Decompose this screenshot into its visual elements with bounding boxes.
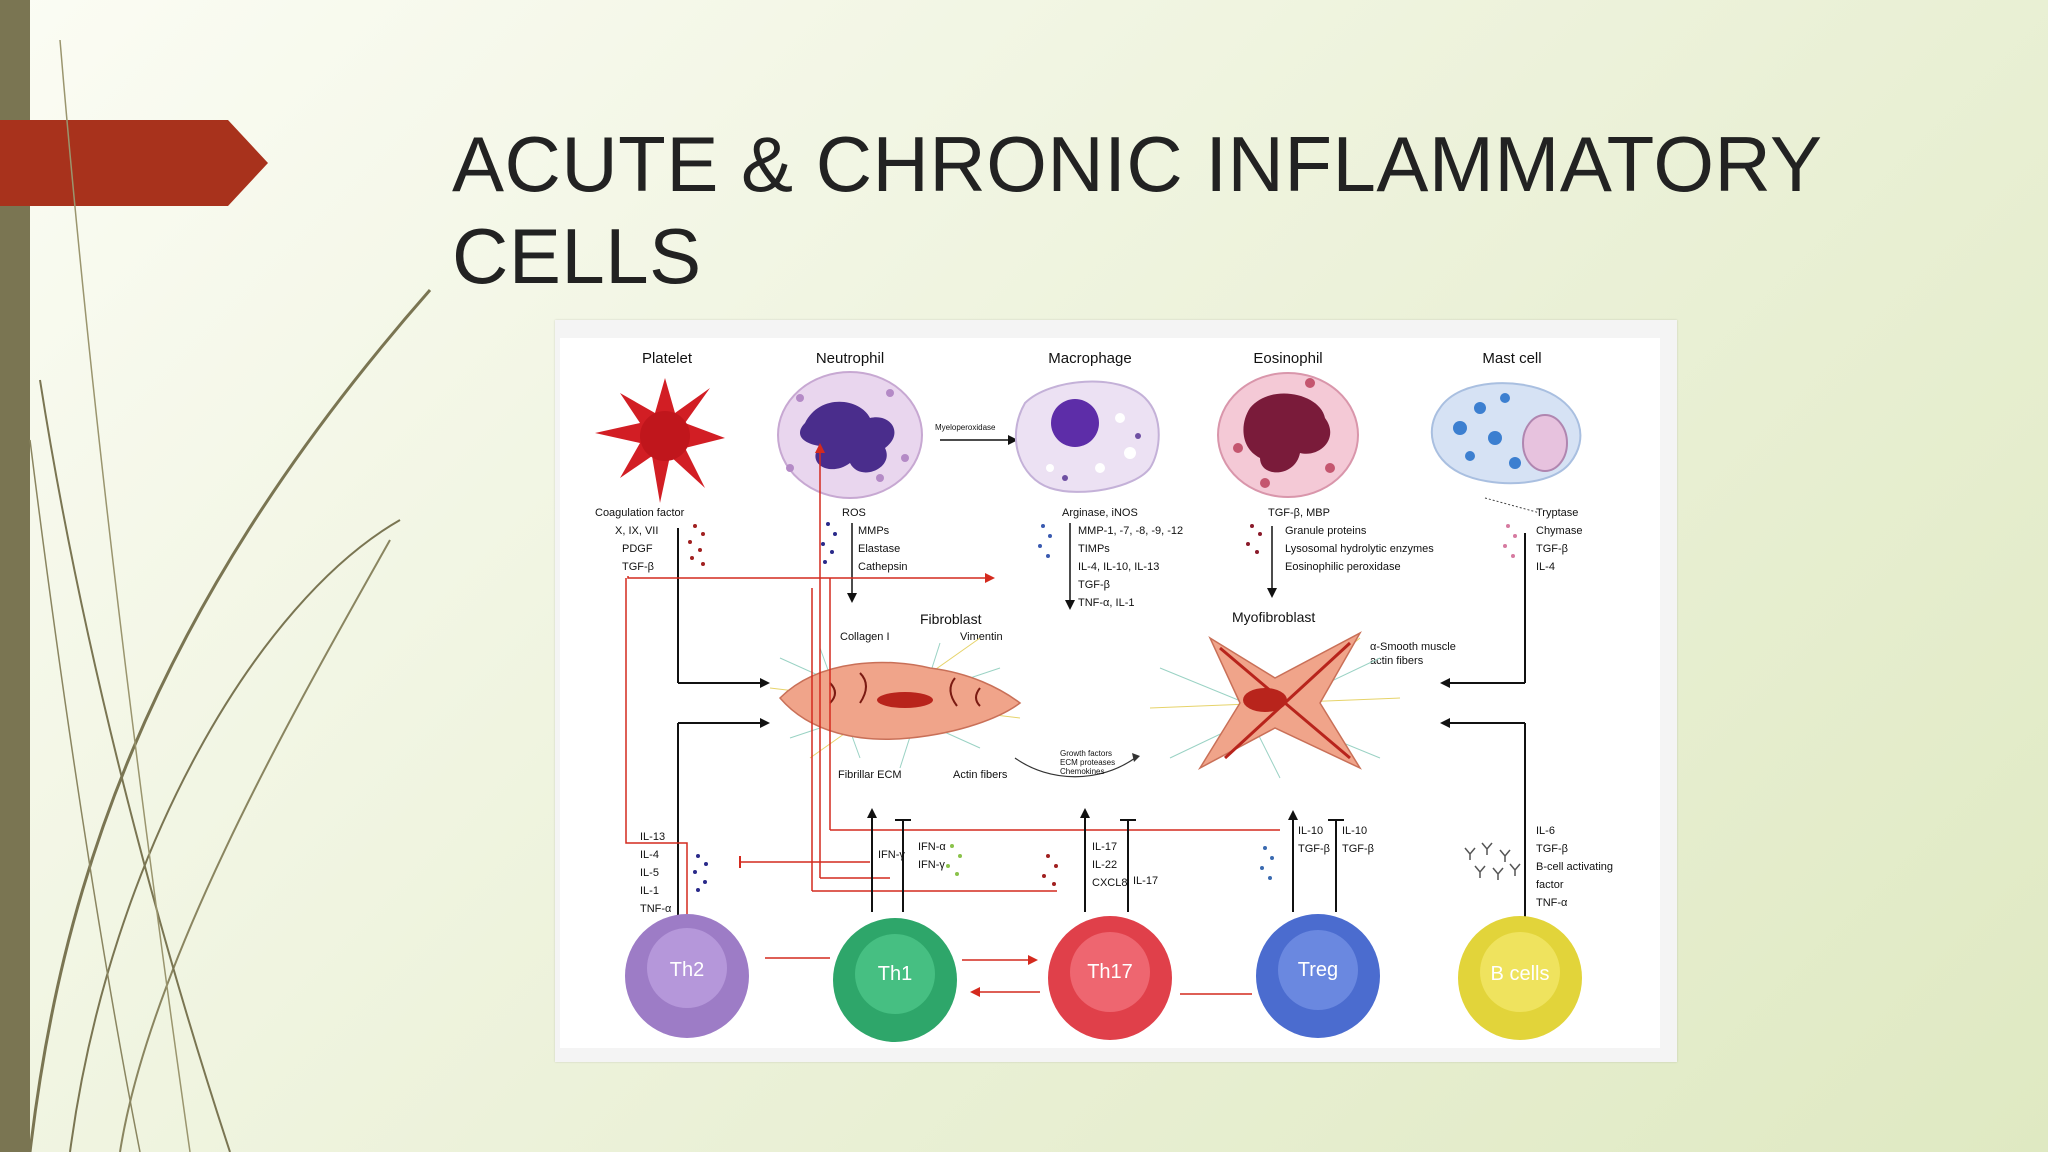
th2-factor-4: TNF-α — [640, 903, 672, 915]
myofibroblast-cell — [1149, 631, 1401, 779]
neutrophil-cell — [777, 371, 923, 499]
th17-factor-2: CXCL8 — [1092, 877, 1127, 889]
bcell-factor-4: TNF-α — [1536, 897, 1568, 909]
platelet-factor-1: X, IX, VII — [615, 525, 658, 537]
mast-factor-3: IL-4 — [1536, 561, 1555, 573]
mast-factor-0: Tryptase — [1536, 507, 1578, 519]
transition-2: Chemokines — [1060, 767, 1104, 776]
mast-factor-2: TGF-β — [1536, 543, 1568, 555]
smooth-muscle-1: actin fibers — [1370, 655, 1424, 667]
label-vimentin: Vimentin — [960, 631, 1003, 643]
label-fibrillar-ecm: Fibrillar ECM — [838, 769, 902, 781]
macrophage-factor-3: IL-4, IL-10, IL-13 — [1078, 561, 1159, 573]
title-arrow-tag — [0, 120, 268, 206]
cell-th17-label: Th17 — [1087, 961, 1133, 983]
label-myofibroblast: Myofibroblast — [1232, 609, 1315, 625]
bcell-factor-1: TGF-β — [1536, 843, 1568, 855]
decorative-vines — [28, 39, 432, 1152]
th1-factor-1: IFN-γ — [918, 859, 945, 871]
th2-dots — [693, 854, 708, 892]
macrophage-factor-1: MMP-1, -7, -8, -9, -12 — [1078, 525, 1183, 537]
eosinophil-dots — [1246, 524, 1262, 554]
bcell-factor-3: factor — [1536, 879, 1564, 891]
title-line-1: ACUTE & CHRONIC INFLAMMATORY — [452, 120, 1823, 208]
treg-dots — [1260, 846, 1274, 880]
th2-factor-3: IL-1 — [640, 885, 659, 897]
macrophage-factor-0: Arginase, iNOS — [1062, 507, 1138, 519]
cell-th2-label: Th2 — [670, 959, 704, 981]
inflammation-diagram: Platelet Neutrophil Macrophage Eosinophi… — [560, 338, 1660, 1048]
cell-b-cells: B cells — [1458, 916, 1582, 1040]
mast-dots — [1503, 524, 1517, 558]
cell-th2: Th2 — [625, 914, 749, 1038]
header-neutrophil: Neutrophil — [816, 350, 884, 367]
neutrophil-factor-3: Cathepsin — [858, 561, 908, 573]
cell-th17: Th17 — [1048, 916, 1172, 1040]
th1-dots — [946, 844, 962, 876]
neutrophil-factor-0: ROS — [842, 507, 866, 519]
th1-ifn-g: IFN-γ — [878, 849, 905, 861]
cell-th1: Th1 — [833, 918, 957, 1042]
macrophage-dots — [1038, 524, 1052, 558]
antibody-icons — [1464, 842, 1521, 880]
treg-factor-2-1: TGF-β — [1342, 843, 1374, 855]
slide-title: ACUTE & CHRONIC INFLAMMATORY CELLS — [452, 118, 1952, 302]
eosinophil-factor-1: Granule proteins — [1285, 525, 1367, 537]
fibroblast-cell — [769, 637, 1022, 769]
transition-1: ECM proteases — [1060, 758, 1115, 767]
macrophage-factor-5: TNF-α, IL-1 — [1078, 597, 1134, 609]
label-fibroblast: Fibroblast — [920, 611, 982, 627]
neutrophil-dots — [821, 522, 837, 564]
transition-0: Growth factors — [1060, 749, 1112, 758]
eosinophil-factor-0: TGF-β, MBP — [1268, 507, 1330, 519]
th2-factor-2: IL-5 — [640, 867, 659, 879]
cell-treg: Treg — [1256, 914, 1380, 1038]
th17-factor-1: IL-22 — [1092, 859, 1117, 871]
neutrophil-factor-2: Elastase — [858, 543, 900, 555]
header-macrophage: Macrophage — [1048, 350, 1131, 367]
title-line-2: CELLS — [452, 212, 702, 300]
th2-factor-1: IL-4 — [640, 849, 659, 861]
label-actin-fibers: Actin fibers — [953, 769, 1008, 781]
th17-il17: IL-17 — [1133, 875, 1158, 887]
eosinophil-factor-2: Lysosomal hydrolytic enzymes — [1285, 543, 1434, 555]
smooth-muscle-0: α-Smooth muscle — [1370, 641, 1456, 653]
header-mast-cell: Mast cell — [1482, 350, 1541, 367]
macrophage-factor-4: TGF-β — [1078, 579, 1110, 591]
treg-factor-2-0: IL-10 — [1342, 825, 1367, 837]
th2-factor-0: IL-13 — [640, 831, 665, 843]
macrophage-factor-2: TIMPs — [1078, 543, 1110, 555]
bcell-factor-2: B-cell activating — [1536, 861, 1613, 873]
treg-factor-1-0: IL-10 — [1298, 825, 1323, 837]
platelet-factor-0: Coagulation factor — [595, 507, 685, 519]
th1-factor-0: IFN-α — [918, 841, 946, 853]
macrophage-cell — [1015, 380, 1160, 493]
header-eosinophil: Eosinophil — [1253, 350, 1322, 367]
cell-th1-label: Th1 — [878, 963, 912, 985]
platelet-cell — [595, 378, 725, 503]
th17-factor-0: IL-17 — [1092, 841, 1117, 853]
platelet-dots — [688, 524, 705, 566]
cell-b-cells-label: B cells — [1491, 963, 1550, 985]
cell-treg-label: Treg — [1298, 959, 1338, 981]
mast-cell — [1430, 382, 1582, 485]
platelet-factor-3: TGF-β — [622, 561, 654, 573]
eosinophil-factor-3: Eosinophilic peroxidase — [1285, 561, 1401, 573]
th17-dots — [1042, 854, 1058, 886]
mast-factor-1: Chymase — [1536, 525, 1582, 537]
platelet-factor-2: PDGF — [622, 543, 653, 555]
label-myeloperoxidase: Myeloperoxidase — [935, 423, 996, 432]
header-platelet: Platelet — [642, 350, 693, 367]
bcell-factor-0: IL-6 — [1536, 825, 1555, 837]
label-collagen: Collagen I — [840, 631, 890, 643]
treg-factor-1-1: TGF-β — [1298, 843, 1330, 855]
neutrophil-factor-1: MMPs — [858, 525, 890, 537]
eosinophil-cell — [1217, 372, 1359, 498]
